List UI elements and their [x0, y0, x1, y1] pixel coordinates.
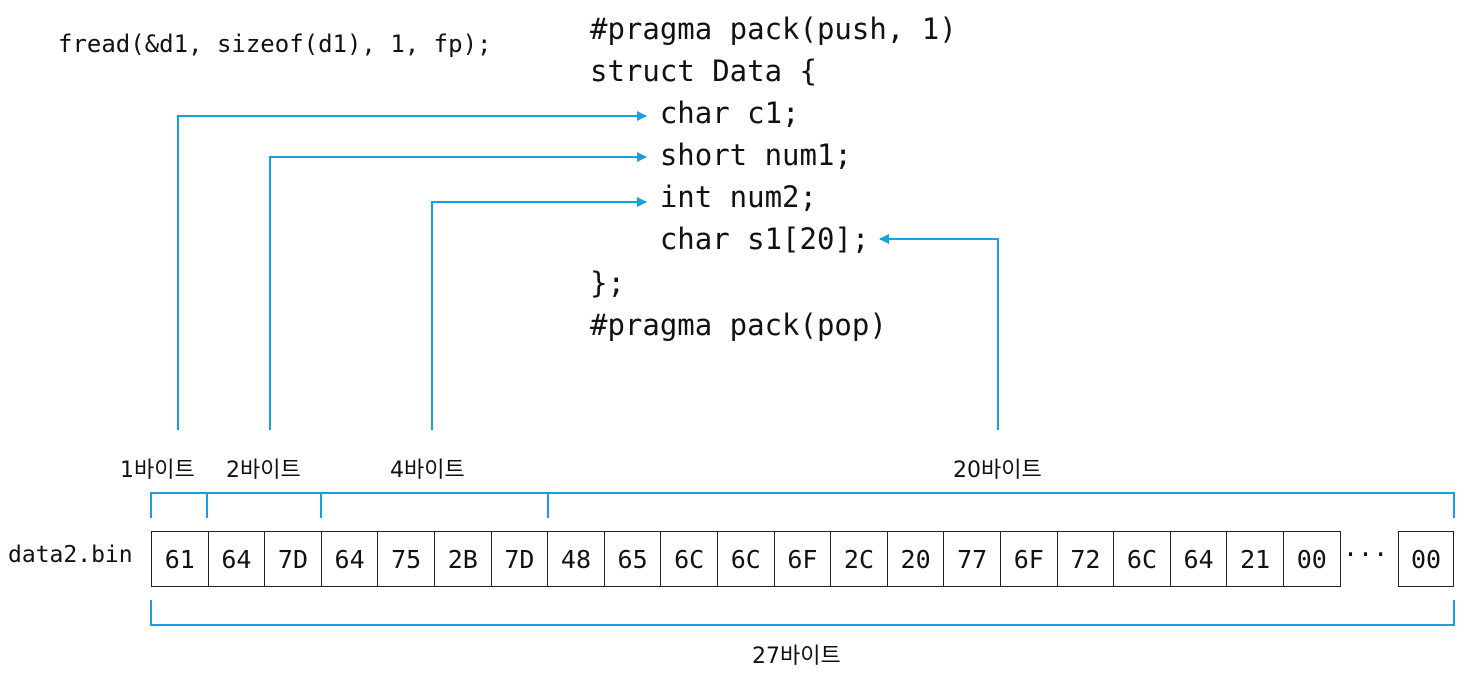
top-bracket [150, 492, 1455, 518]
byte-cell: 64 [320, 531, 379, 587]
byte-cell: 2B [434, 531, 492, 587]
byte-cell: 75 [377, 531, 435, 587]
byte-cell: 72 [1056, 531, 1115, 587]
byte-cell: 77 [943, 531, 1001, 587]
code-line-s1: char s1[20]; [590, 222, 870, 256]
byte-label-4: 4바이트 [390, 458, 465, 483]
byte-cell: 61 [151, 531, 209, 587]
byte-cell: 00 [1283, 531, 1341, 587]
bottom-bracket [150, 600, 1455, 626]
code-line-pragma-push: #pragma pack(push, 1) [590, 12, 957, 46]
byte-cell-last: 00 [1398, 531, 1454, 587]
arrow-s1 [879, 234, 999, 430]
byte-cell: 7D [264, 531, 322, 587]
byte-label-20: 20바이트 [953, 458, 1042, 483]
ellipsis: ··· [1343, 540, 1389, 569]
byte-cell: 6C [717, 531, 775, 587]
code-line-close: }; [590, 266, 625, 300]
byte-cell: 20 [886, 531, 945, 587]
file-name: data2.bin [8, 542, 133, 568]
byte-cell: 6C [1113, 531, 1171, 587]
code-line-c1: char c1; [590, 96, 800, 130]
fread-call: fread(&d1, sizeof(d1), 1, fp); [58, 30, 492, 58]
byte-cell: 21 [1226, 531, 1284, 587]
byte-cell: 64 [207, 531, 266, 587]
byte-label-2: 2바이트 [226, 458, 301, 483]
code-line-num2: int num2; [590, 180, 817, 214]
byte-cell: 6F [1000, 531, 1058, 587]
byte-cell: 7D [490, 531, 549, 587]
byte-cell: 6F [773, 531, 832, 587]
byte-cell: 65 [603, 531, 662, 587]
byte-cell: 64 [1169, 531, 1228, 587]
byte-cell: 6C [660, 531, 718, 587]
total-size-label: 27바이트 [752, 644, 841, 669]
arrow-c1 [177, 111, 647, 430]
byte-label-1: 1바이트 [120, 458, 195, 483]
code-line-struct: struct Data { [590, 54, 817, 88]
byte-cell: 48 [547, 531, 605, 587]
code-line-num1: short num1; [590, 138, 852, 172]
code-line-pragma-pop: #pragma pack(pop) [590, 308, 887, 342]
arrow-num2 [431, 197, 647, 430]
byte-cell: 2C [830, 531, 888, 587]
arrow-num1 [269, 152, 647, 430]
